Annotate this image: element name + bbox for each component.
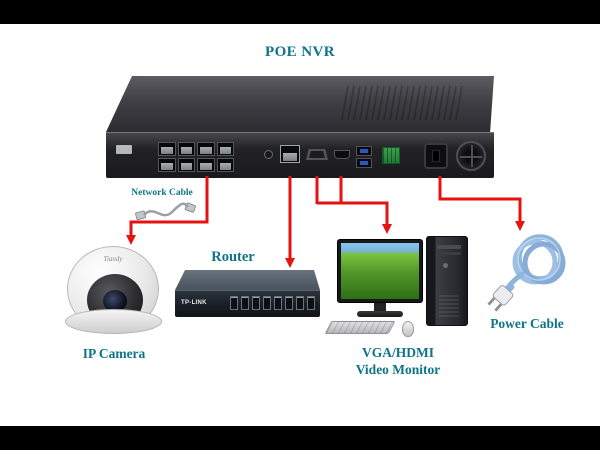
power-plug-icon — [487, 283, 515, 312]
power-button-icon — [443, 263, 448, 268]
ethernet-port — [177, 158, 195, 172]
ethernet-port — [158, 142, 176, 156]
router-port — [284, 296, 293, 310]
monitor-stand — [374, 303, 386, 312]
router-top-face — [175, 270, 320, 290]
power-cable-label: Power Cable — [490, 316, 564, 331]
router-port — [229, 296, 238, 310]
poe-port-block — [158, 142, 234, 172]
router-device: TP-LINK — [175, 270, 320, 320]
pc-tower — [426, 236, 468, 326]
monitor-base — [357, 311, 403, 317]
ethernet-port — [177, 142, 195, 156]
monitor-screen — [341, 243, 419, 299]
fan-grille — [456, 141, 486, 171]
power-socket — [424, 143, 448, 169]
mouse — [402, 321, 414, 337]
router-port — [295, 296, 304, 310]
keyboard — [324, 321, 396, 334]
ip-camera: Tiandy — [65, 246, 162, 338]
nvr-front-panel — [106, 132, 494, 178]
ethernet-port — [216, 142, 234, 156]
diagram-title: POE NVR — [265, 44, 335, 60]
nvr-logo — [116, 145, 132, 154]
usb-ports — [356, 146, 372, 168]
drive-bay — [437, 252, 461, 255]
audio-connector — [264, 150, 273, 159]
terminal-block — [382, 147, 400, 164]
camera-brand-text: Tiandy — [103, 255, 123, 263]
ethernet-port — [197, 142, 215, 156]
monitor — [337, 239, 423, 303]
network-cable-label: Network Cable — [131, 188, 193, 198]
arrow-nvr-to-monitor — [317, 201, 392, 234]
optical-drive — [437, 245, 461, 249]
router-port — [251, 296, 260, 310]
vga-port — [306, 149, 328, 160]
letterbox-top — [0, 0, 600, 24]
ip-camera-label: IP Camera — [82, 346, 146, 361]
monitor-label-line2: Video Monitor — [355, 362, 441, 377]
ethernet-port — [197, 158, 215, 172]
router-port — [240, 296, 249, 310]
letterbox-bottom — [0, 426, 600, 450]
nvr-device — [106, 76, 494, 178]
camera-base-rim — [65, 309, 162, 334]
router-front-panel: TP-LINK — [175, 290, 320, 317]
network-cable-icon — [135, 202, 196, 221]
camera-lens-icon — [103, 290, 127, 312]
router-brand-text: TP-LINK — [181, 300, 207, 306]
hdmi-port — [334, 150, 350, 159]
power-cable-coil — [487, 234, 566, 312]
router-label: Router — [211, 249, 255, 265]
lan-port — [280, 145, 300, 163]
nvr-top-face — [106, 76, 494, 132]
router-port — [262, 296, 271, 310]
ethernet-port — [216, 158, 234, 172]
arrow-nvr-to-power — [438, 176, 525, 231]
ethernet-port — [158, 158, 176, 172]
router-port-row — [229, 296, 315, 310]
nvr-vent-slits — [337, 86, 463, 120]
router-port — [273, 296, 282, 310]
tower-vents — [439, 293, 459, 317]
router-port — [306, 296, 315, 310]
monitor-label-line1: VGA/HDMI — [362, 345, 434, 360]
